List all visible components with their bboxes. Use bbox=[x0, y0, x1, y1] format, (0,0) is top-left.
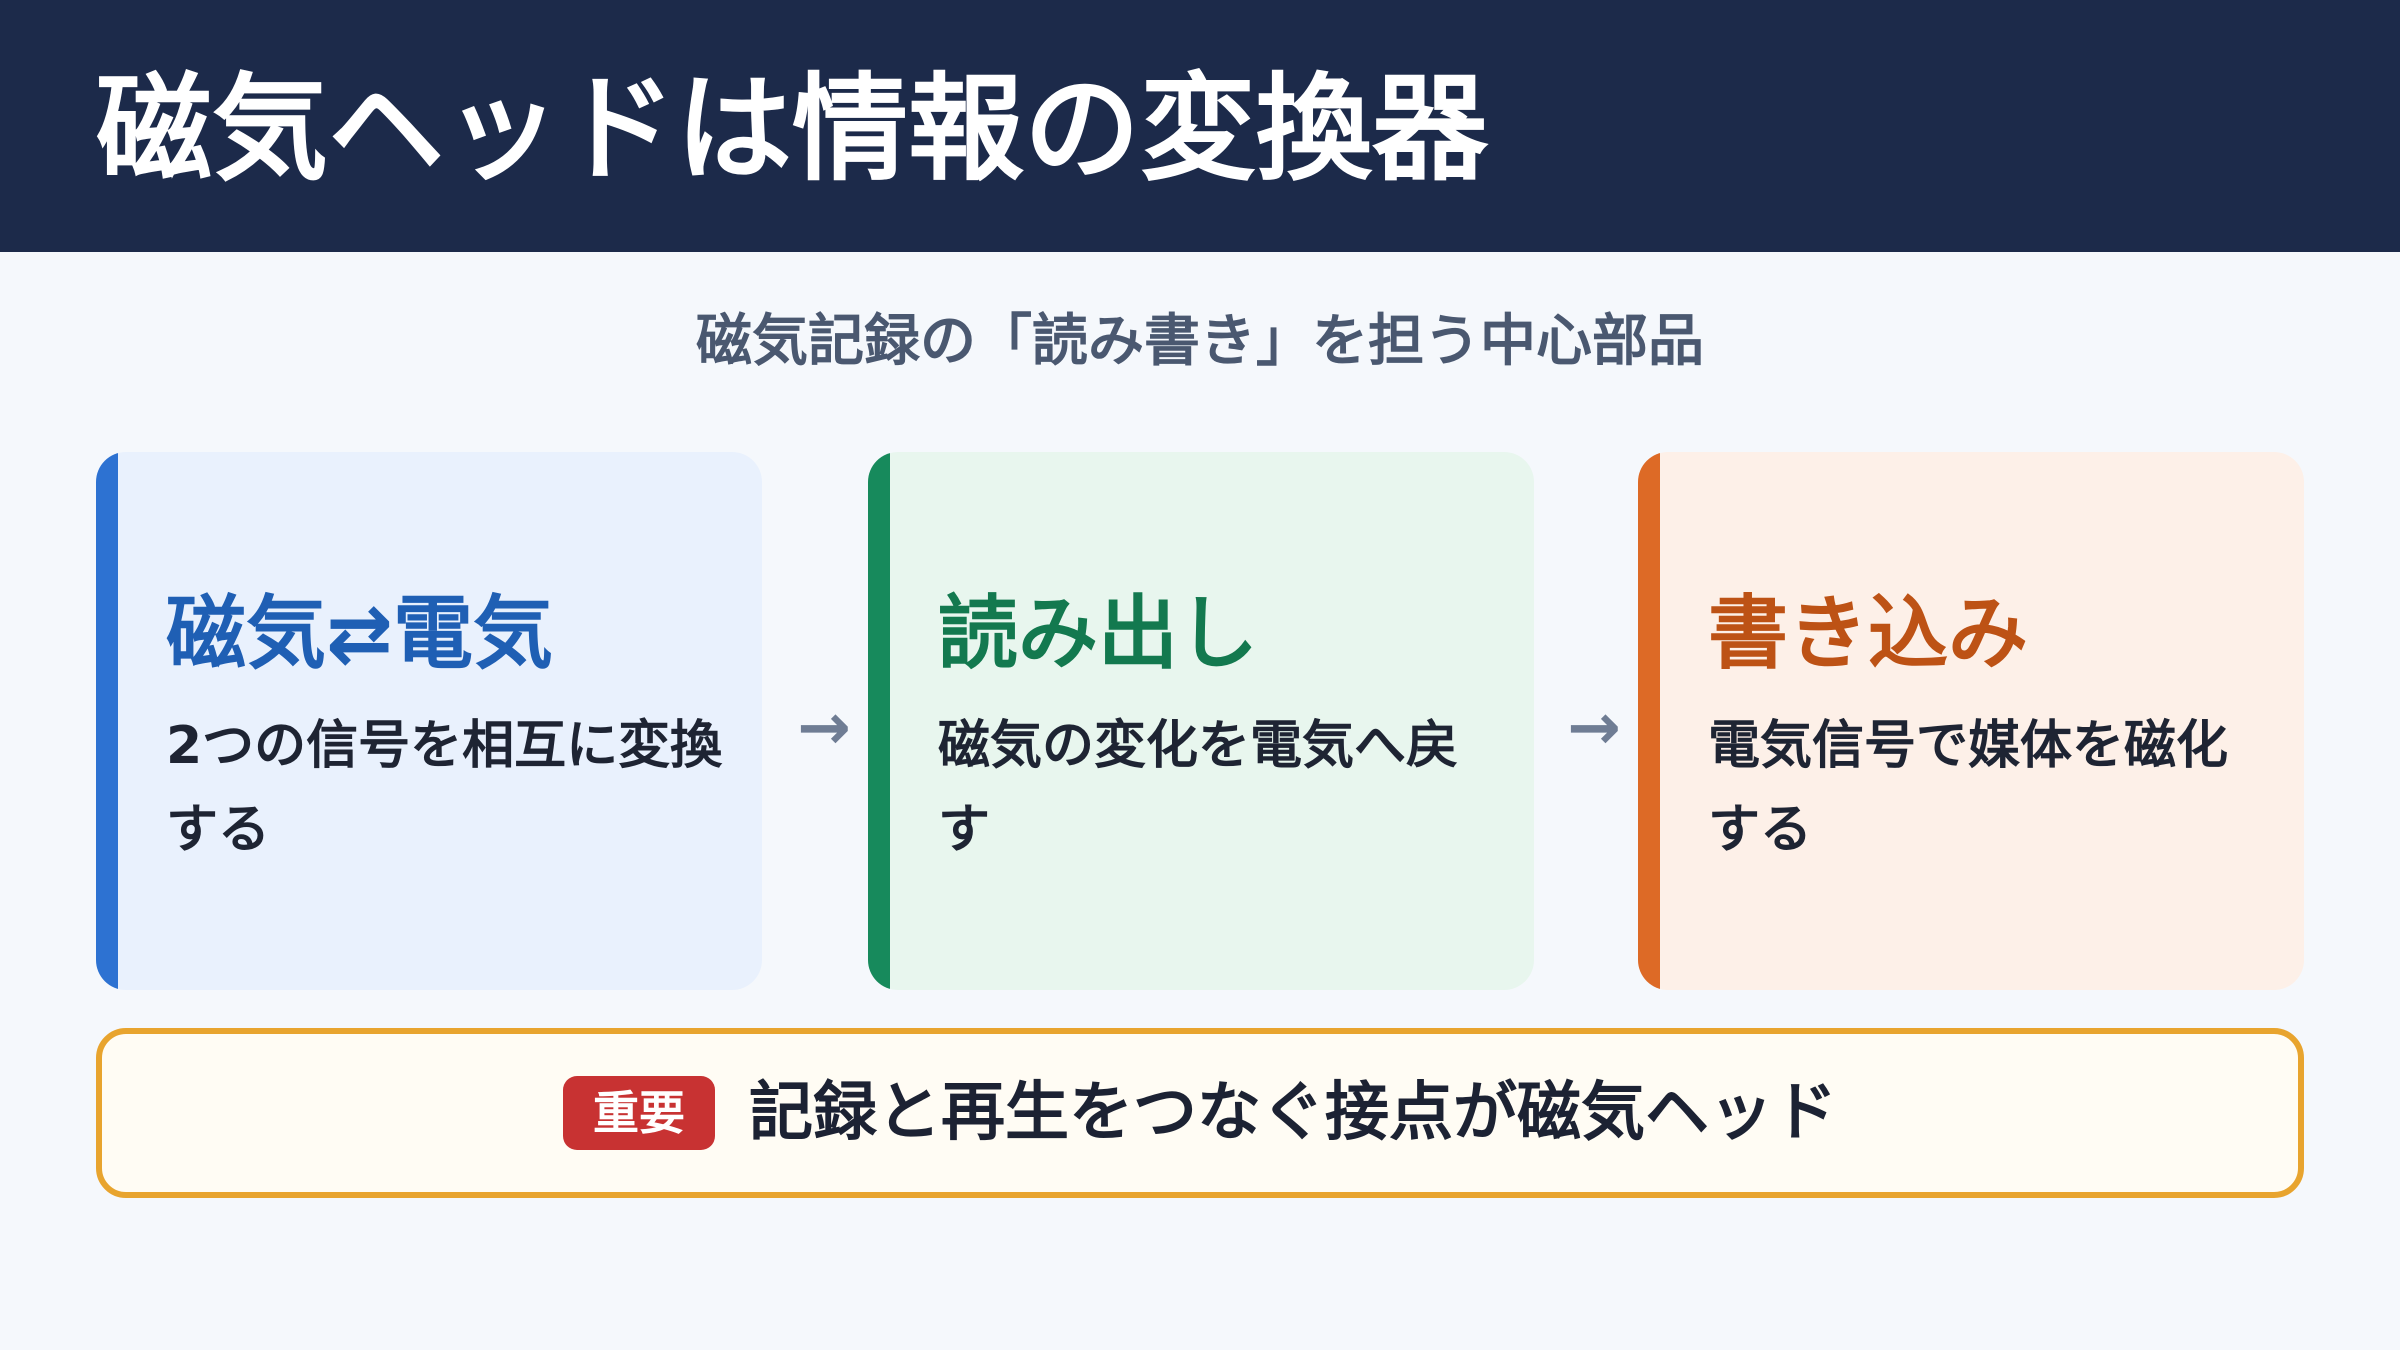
page-title: 磁気ヘッドは情報の変換器 bbox=[96, 62, 1488, 197]
important-badge: 重要 bbox=[563, 1076, 715, 1150]
card-write: 書き込み 電気信号で媒体を磁化する bbox=[1638, 452, 2304, 990]
card-accent-bar bbox=[868, 452, 890, 990]
right-arrow-icon: → bbox=[797, 691, 851, 765]
card-title: 磁気⇄電気 bbox=[166, 587, 554, 680]
card-body: 電気信号で媒体を磁化する bbox=[1708, 716, 2229, 860]
card-title: 読み出し bbox=[938, 587, 1258, 680]
right-arrow-icon: → bbox=[1567, 691, 1621, 765]
callout-content: 重要 記録と再生をつなぐ接点が磁気ヘッド bbox=[102, 1034, 2298, 1192]
card-body: 2つの信号を相互に変換する bbox=[166, 716, 723, 860]
page-subtitle: 磁気記録の「読み書き」を担う中心部品 bbox=[696, 309, 1704, 374]
card-body: 磁気の変化を電気へ戻す bbox=[938, 716, 1459, 860]
card-title: 書き込み bbox=[1708, 587, 2028, 680]
title-bar: 磁気ヘッドは情報の変換器 bbox=[0, 0, 2400, 252]
card-accent-bar bbox=[1638, 452, 1660, 990]
callout-text: 記録と再生をつなぐ接点が磁気ヘッド bbox=[749, 1076, 1837, 1150]
card-accent-bar bbox=[96, 452, 118, 990]
key-point-callout: 重要 記録と再生をつなぐ接点が磁気ヘッド bbox=[96, 1028, 2304, 1198]
card-read: 読み出し 磁気の変化を電気へ戻す bbox=[868, 452, 1534, 990]
card-magnetic-electric: 磁気⇄電気 2つの信号を相互に変換する bbox=[96, 452, 762, 990]
